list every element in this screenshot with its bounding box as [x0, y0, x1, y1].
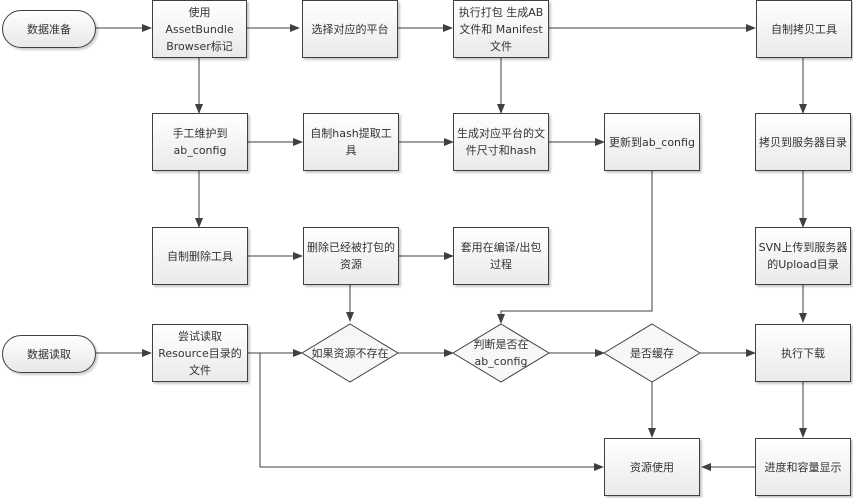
node-label: 尝试读取Resource目录的文件 [158, 329, 242, 377]
node-label: SVN上传到服务器的Upload目录 [758, 241, 848, 271]
terminal-data-prepare[interactable]: 数据准备 [2, 10, 96, 48]
node-label: 手工维护到 ab_config [172, 127, 228, 157]
node-download[interactable]: 执行下载 [755, 324, 851, 382]
node-update-config[interactable]: 更新到ab_config [604, 113, 700, 171]
terminal-label: 数据准备 [27, 23, 71, 36]
node-svn-upload[interactable]: SVN上传到服务器的Upload目录 [755, 227, 851, 285]
node-try-read[interactable]: 尝试读取Resource目录的文件 [152, 324, 248, 382]
decision-cached[interactable]: 是否缓存 [612, 330, 692, 376]
node-label: 选择对应的平台 [311, 22, 389, 36]
arrow-update-to-inconfig [497, 171, 653, 324]
arrow-try-to-use [259, 353, 604, 471]
terminal-data-read[interactable]: 数据读取 [2, 335, 96, 373]
node-delete-packed[interactable]: 删除已经被打包的资源 [303, 227, 399, 285]
node-label: 套用在编译/出包过程 [460, 241, 542, 271]
node-label: 自制删除工具 [167, 249, 233, 263]
node-label: 进度和容量显示 [764, 460, 842, 474]
node-copy-tool[interactable]: 自制拷贝工具 [756, 0, 852, 58]
decision-label: 如果资源不存在 [311, 346, 389, 360]
node-label: 删除已经被打包的资源 [307, 241, 395, 271]
decision-label: 判断是否在 ab_config [473, 338, 529, 368]
decision-in-config[interactable]: 判断是否在 ab_config [462, 330, 540, 376]
node-label: 自制拷贝工具 [771, 22, 837, 36]
node-label: 执行打包 生成AB文件和 Manifest文件 [458, 5, 544, 53]
decision-not-exist-shape [301, 323, 399, 383]
node-delete-tool[interactable]: 自制删除工具 [152, 227, 248, 285]
node-label: 执行下载 [781, 346, 825, 360]
node-label: 拷贝到服务器目录 [759, 135, 847, 149]
node-copy-server[interactable]: 拷贝到服务器目录 [755, 113, 851, 171]
node-apply-build[interactable]: 套用在编译/出包过程 [453, 227, 549, 285]
node-label: 自制hash提取工具 [310, 127, 392, 157]
node-gen-size-hash[interactable]: 生成对应平台的文件尺寸和hash [453, 113, 549, 171]
node-label: 资源使用 [630, 460, 674, 474]
node-assetbundle-browser[interactable]: 使用AssetBundle Browser标记 [152, 0, 247, 58]
node-build[interactable]: 执行打包 生成AB文件和 Manifest文件 [453, 0, 549, 58]
node-select-platform[interactable]: 选择对应的平台 [302, 0, 398, 58]
node-manual-config[interactable]: 手工维护到 ab_config [152, 113, 248, 171]
node-use-resource[interactable]: 资源使用 [604, 438, 700, 496]
terminal-label: 数据读取 [27, 348, 71, 361]
decision-cached-shape [603, 323, 701, 383]
decision-in-config-shape [452, 323, 550, 383]
decision-label: 是否缓存 [630, 346, 674, 360]
node-hash-tool[interactable]: 自制hash提取工具 [303, 113, 399, 171]
node-label: 生成对应平台的文件尺寸和hash [457, 127, 545, 157]
node-label: 更新到ab_config [609, 135, 695, 149]
decision-not-exist[interactable]: 如果资源不存在 [306, 330, 394, 376]
node-label: 使用AssetBundle Browser标记 [165, 5, 234, 53]
node-progress[interactable]: 进度和容量显示 [755, 438, 851, 496]
